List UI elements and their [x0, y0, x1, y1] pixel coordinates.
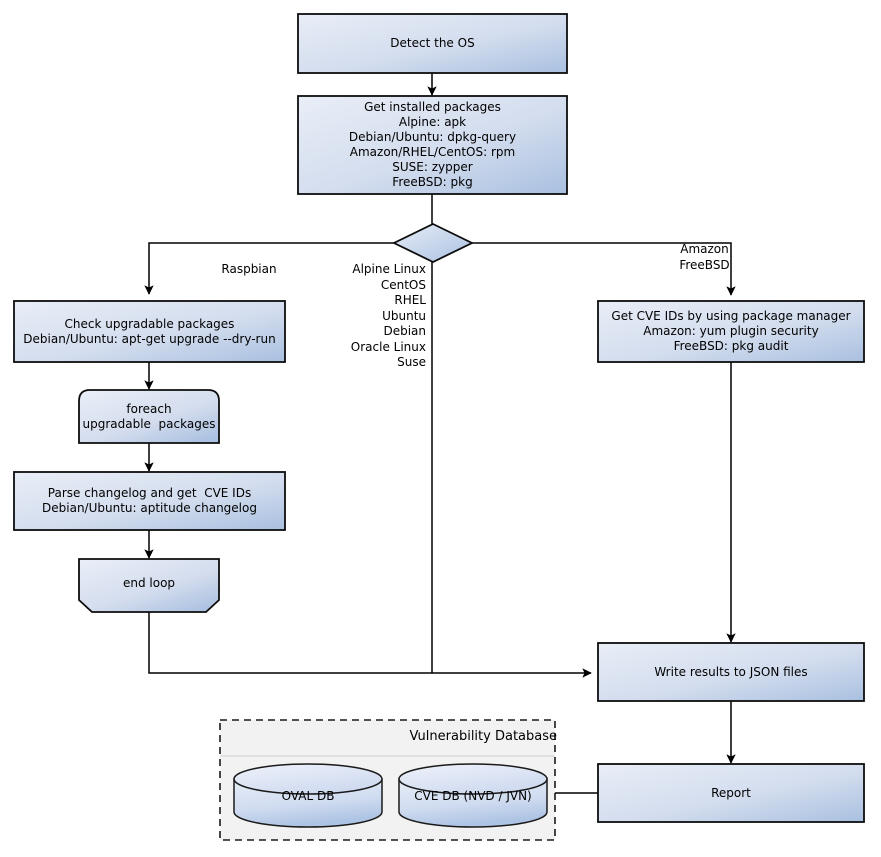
- node-get-cve-ids[interactable]: [597, 300, 865, 363]
- edge-decision-to-check-upgradable: [144, 242, 394, 295]
- edge-end-loop-to-write-results: [148, 612, 592, 678]
- cve-db-cylinder: [398, 763, 548, 828]
- oval-db-cylinder: [233, 763, 383, 828]
- vulnerability-database-title: Vulnerability Database: [409, 729, 557, 744]
- node-os-decision[interactable]: [391, 222, 475, 264]
- edge-label-middle-distros: Alpine Linux CentOS RHEL Ubuntu Debian O…: [350, 262, 426, 369]
- node-end-loop[interactable]: [78, 558, 220, 613]
- node-check-upgradable[interactable]: [13, 300, 286, 363]
- node-parse-changelog[interactable]: [13, 471, 286, 531]
- edge-label-raspbian: Raspbian: [221, 262, 277, 276]
- vulnerability-database-group: [219, 719, 556, 841]
- edge-decision-to-get-cve-ids: [472, 242, 736, 296]
- edge-label-amazon-freebsd: Amazon FreeBSD: [679, 242, 730, 272]
- node-write-results[interactable]: [597, 642, 865, 702]
- node-get-installed-packages[interactable]: [297, 95, 568, 195]
- node-report[interactable]: [597, 763, 865, 823]
- node-foreach-loop[interactable]: [78, 389, 220, 444]
- connectors-layer: [144, 73, 736, 794]
- node-detect-os[interactable]: [297, 13, 568, 74]
